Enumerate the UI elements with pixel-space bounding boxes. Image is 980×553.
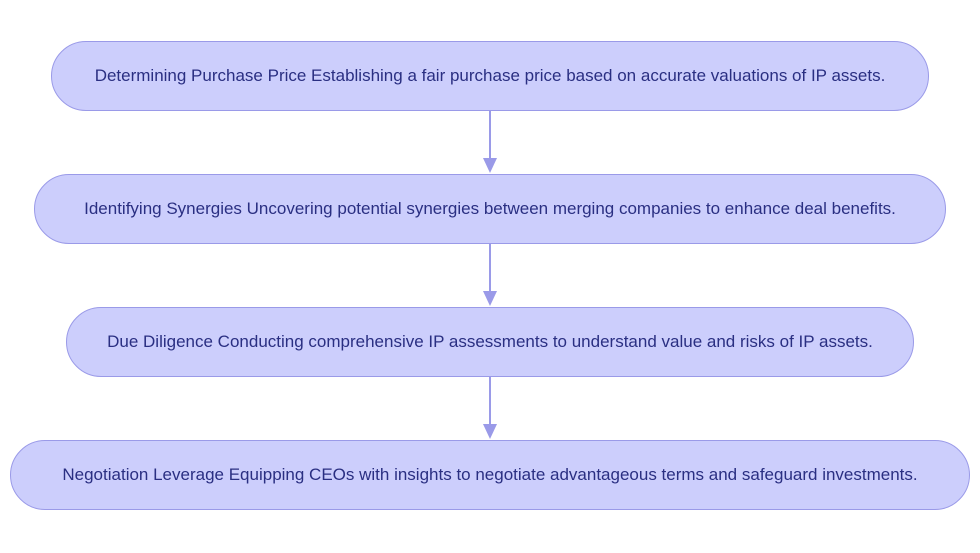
flow-node-label: Determining Purchase Price Establishing …: [94, 66, 886, 85]
arrow-2-to-3: [483, 244, 497, 306]
flow-node-identifying-synergies: Identifying Synergies Uncovering potenti…: [34, 174, 946, 244]
arrow-1-to-2: [483, 111, 497, 173]
flow-node-determining-purchase-price: Determining Purchase Price Establishing …: [51, 41, 929, 111]
flow-node-label: Due Diligence Conducting comprehensive I…: [107, 332, 873, 351]
flow-node-label: Identifying Synergies Uncovering potenti…: [84, 199, 896, 218]
flow-node-label: Negotiation Leverage Equipping CEOs with…: [62, 465, 918, 484]
arrow-3-to-4: [483, 377, 497, 439]
flow-node-negotiation-leverage: Negotiation Leverage Equipping CEOs with…: [10, 440, 970, 510]
flow-node-due-diligence: Due Diligence Conducting comprehensive I…: [66, 307, 914, 377]
